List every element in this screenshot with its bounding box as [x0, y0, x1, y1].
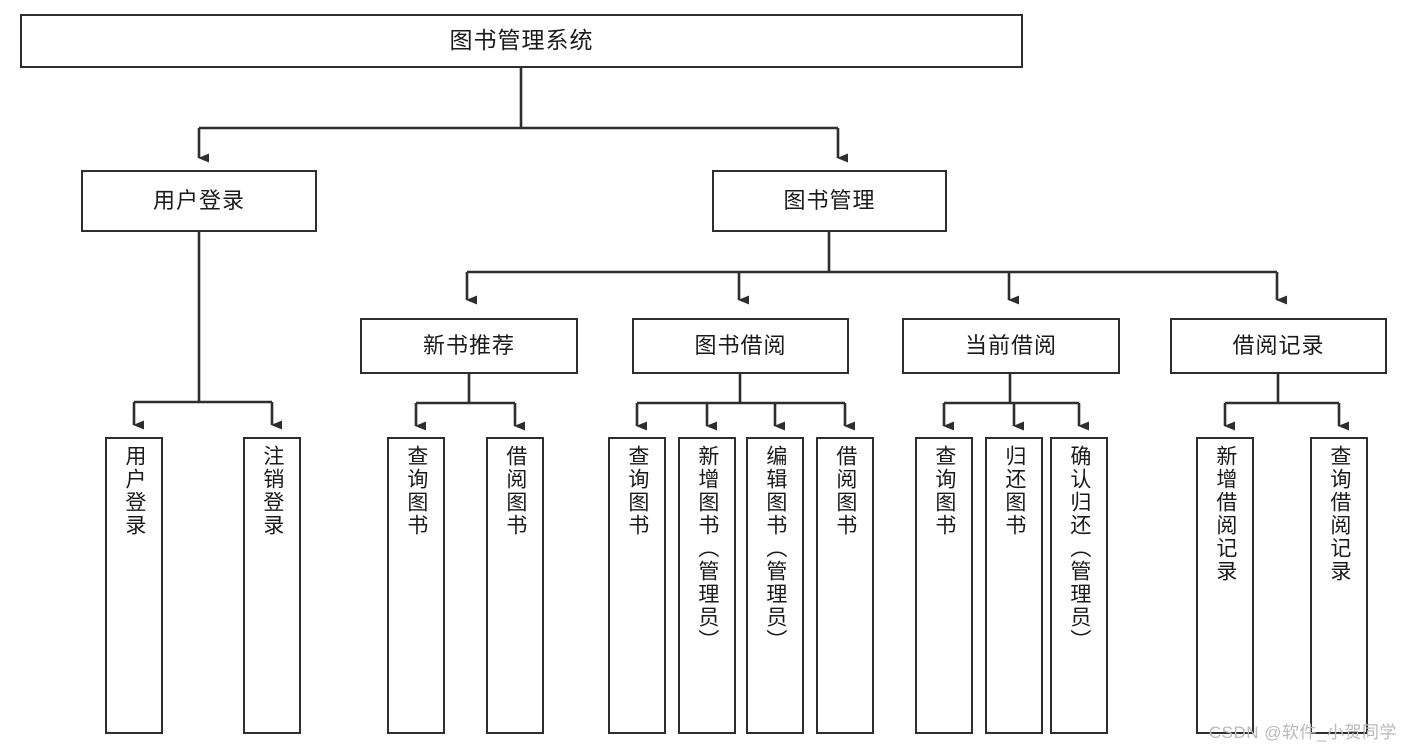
node-new-book-recommend[interactable]: 新书推荐 — [360, 318, 578, 374]
leaf-query-book-1-label: 查询图书 — [404, 445, 428, 537]
watermark-text: CSDN @软件_小贺同学 — [1208, 723, 1397, 742]
node-borrow-record-label: 借阅记录 — [1232, 333, 1325, 359]
leaf-borrow-book-1-label: 借阅图书 — [503, 445, 527, 537]
leaf-confirm-return-label: 确认归还（管理员） — [1067, 445, 1091, 652]
leaf-logout[interactable]: 注销登录 — [243, 437, 301, 734]
node-current-borrow[interactable]: 当前借阅 — [902, 318, 1120, 374]
node-user-login[interactable]: 用户登录 — [81, 170, 317, 232]
node-root[interactable]: 图书管理系统 — [20, 14, 1023, 68]
leaf-query-book-3[interactable]: 查询图书 — [915, 437, 973, 734]
leaf-logout-label: 注销登录 — [260, 445, 284, 537]
leaf-query-book-2-label: 查询图书 — [625, 445, 649, 537]
node-book-borrow-label: 图书借阅 — [694, 333, 787, 359]
leaf-borrow-book-2[interactable]: 借阅图书 — [816, 437, 874, 734]
node-user-login-label: 用户登录 — [152, 188, 245, 214]
node-root-label: 图书管理系统 — [449, 27, 594, 54]
leaf-add-book[interactable]: 新增图书（管理员） — [678, 437, 736, 734]
leaf-query-borrow-record-label: 查询借阅记录 — [1327, 445, 1351, 583]
leaf-edit-book[interactable]: 编辑图书（管理员） — [746, 437, 804, 734]
node-borrow-record[interactable]: 借阅记录 — [1170, 318, 1387, 374]
leaf-user-login[interactable]: 用户登录 — [105, 437, 163, 734]
leaf-confirm-return[interactable]: 确认归还（管理员） — [1050, 437, 1108, 734]
leaf-query-borrow-record[interactable]: 查询借阅记录 — [1310, 437, 1368, 734]
leaf-query-book-1[interactable]: 查询图书 — [387, 437, 445, 734]
leaf-user-login-label: 用户登录 — [122, 445, 146, 537]
leaf-return-book-label: 归还图书 — [1002, 445, 1026, 537]
leaf-query-book-2[interactable]: 查询图书 — [608, 437, 666, 734]
node-book-management-label: 图书管理 — [783, 188, 876, 214]
leaf-add-book-label: 新增图书（管理员） — [695, 445, 719, 652]
leaf-query-book-3-label: 查询图书 — [932, 445, 956, 537]
node-book-borrow[interactable]: 图书借阅 — [632, 318, 849, 374]
leaf-add-borrow-record-label: 新增借阅记录 — [1213, 445, 1237, 583]
node-new-book-recommend-label: 新书推荐 — [422, 333, 515, 359]
leaf-edit-book-label: 编辑图书（管理员） — [763, 445, 787, 652]
node-book-management[interactable]: 图书管理 — [712, 170, 947, 232]
node-current-borrow-label: 当前借阅 — [964, 333, 1057, 359]
leaf-add-borrow-record[interactable]: 新增借阅记录 — [1196, 437, 1254, 734]
leaf-borrow-book-2-label: 借阅图书 — [833, 445, 857, 537]
leaf-borrow-book-1[interactable]: 借阅图书 — [486, 437, 544, 734]
leaf-return-book[interactable]: 归还图书 — [985, 437, 1043, 734]
